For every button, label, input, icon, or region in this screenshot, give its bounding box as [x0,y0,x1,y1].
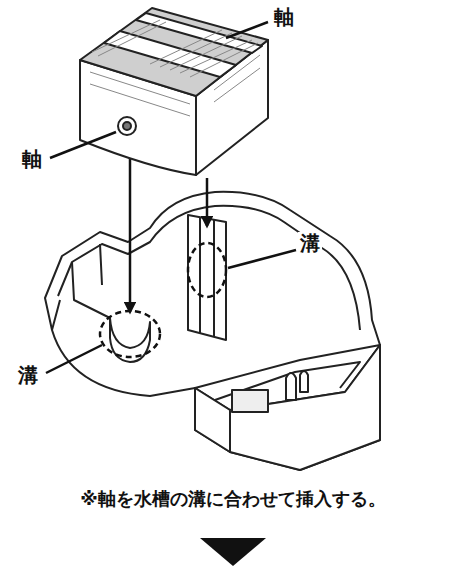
rib-lines [90,55,260,116]
pipe-nozzle-2 [300,371,308,392]
shaft [118,117,136,135]
leader-lines [46,22,296,373]
filter-cartridge [80,8,268,175]
rib-lines [92,20,258,77]
next-step-triangle [200,538,266,566]
insert-arrow [129,140,132,312]
leader-line [46,345,102,373]
leader-line [226,22,268,38]
groove-highlight [100,311,160,357]
part-label: 溝 [298,232,322,254]
leader-line [50,132,116,158]
groove-highlight [188,243,226,297]
leader-line [228,250,296,268]
cartridge-band [136,13,262,53]
slot-post [188,215,226,340]
pump-block [232,390,268,412]
pipe-nozzle [286,373,296,400]
part-label: 溝 [16,364,40,386]
part-label: 軸 [20,148,44,170]
insert-arrow [206,178,209,226]
shaft-core [123,122,131,130]
tank-left-wall [52,244,110,330]
slot-groove [200,218,214,337]
part-label: 軸 [272,6,296,28]
instruction-note: ※軸を水槽の溝に合わせて挿入する。 [0,488,466,510]
tank-outline [45,192,380,470]
water-tank [45,192,380,470]
